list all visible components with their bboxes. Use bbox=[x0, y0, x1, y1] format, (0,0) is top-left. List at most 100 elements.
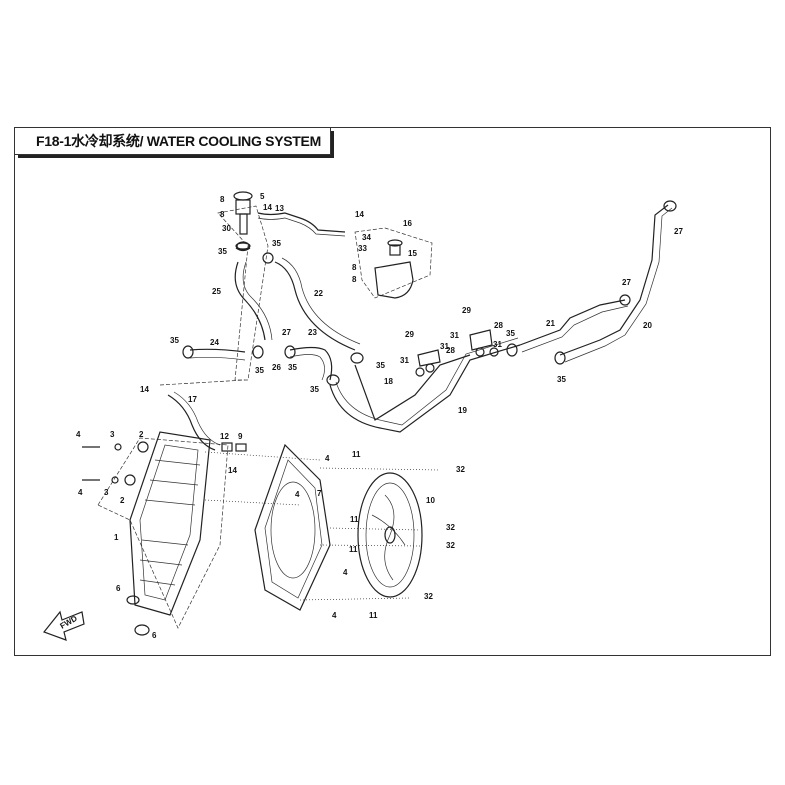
callout-27: 27 bbox=[282, 328, 291, 337]
callout-34: 34 bbox=[362, 233, 371, 242]
radiator-fasteners bbox=[82, 441, 150, 636]
hose-clamps bbox=[182, 200, 677, 386]
callout-14: 14 bbox=[140, 385, 149, 394]
callout-32: 32 bbox=[424, 592, 433, 601]
callout-15: 15 bbox=[408, 249, 417, 258]
callout-5: 5 bbox=[260, 192, 265, 201]
diagram-frame bbox=[14, 127, 771, 656]
hose-22 bbox=[274, 261, 356, 351]
callout-8: 8 bbox=[220, 195, 225, 204]
fwd-arrow: FWD bbox=[43, 610, 85, 641]
callout-17: 17 bbox=[188, 395, 197, 404]
callout-11: 11 bbox=[350, 515, 359, 524]
callout-1: 1 bbox=[114, 533, 119, 542]
title-shadow-right bbox=[331, 131, 334, 158]
reservoir-boundary bbox=[354, 227, 433, 299]
callout-32: 32 bbox=[446, 541, 455, 550]
callout-7: 7 bbox=[317, 489, 322, 498]
callout-2: 2 bbox=[120, 496, 125, 505]
callout-19: 19 bbox=[458, 406, 467, 415]
callout-14: 14 bbox=[355, 210, 364, 219]
pipe-18 bbox=[354, 354, 471, 421]
hose-23 bbox=[289, 346, 333, 381]
callout-11: 11 bbox=[369, 611, 378, 620]
callout-29: 29 bbox=[405, 330, 414, 339]
callout-11: 11 bbox=[352, 450, 361, 459]
title-shadow bbox=[18, 155, 334, 158]
callout-6: 6 bbox=[116, 584, 121, 593]
callout-35: 35 bbox=[376, 361, 385, 370]
callout-22: 22 bbox=[314, 289, 323, 298]
hose-25 bbox=[234, 261, 266, 341]
callout-30: 30 bbox=[222, 224, 231, 233]
alignment-lines bbox=[204, 451, 441, 601]
page-title: F18-1水冷却系统/ WATER COOLING SYSTEM bbox=[14, 127, 331, 155]
callout-3: 3 bbox=[110, 430, 115, 439]
callout-31: 31 bbox=[400, 356, 409, 365]
callout-3: 3 bbox=[104, 488, 109, 497]
callout-35: 35 bbox=[557, 375, 566, 384]
callout-12: 12 bbox=[220, 432, 229, 441]
pipe-21 bbox=[519, 299, 626, 346]
callout-8: 8 bbox=[352, 263, 357, 272]
callout-4: 4 bbox=[343, 568, 348, 577]
callout-23: 23 bbox=[308, 328, 317, 337]
callout-25: 25 bbox=[212, 287, 221, 296]
callout-18: 18 bbox=[384, 377, 393, 386]
callout-28: 28 bbox=[494, 321, 503, 330]
drain-fitting bbox=[221, 442, 247, 452]
callout-27: 27 bbox=[622, 278, 631, 287]
callout-35: 35 bbox=[170, 336, 179, 345]
callout-29: 29 bbox=[462, 306, 471, 315]
pipe-brackets bbox=[415, 329, 499, 377]
coolant-reservoir bbox=[374, 239, 414, 299]
callout-21: 21 bbox=[546, 319, 555, 328]
callout-26: 26 bbox=[272, 363, 281, 372]
pipe-20 bbox=[559, 204, 669, 356]
callout-16: 16 bbox=[403, 219, 412, 228]
hose-13 bbox=[257, 212, 346, 233]
callout-32: 32 bbox=[446, 523, 455, 532]
callout-4: 4 bbox=[332, 611, 337, 620]
radiator bbox=[129, 431, 211, 616]
hose-17 bbox=[167, 394, 216, 451]
callout-35: 35 bbox=[288, 363, 297, 372]
callout-35: 35 bbox=[310, 385, 319, 394]
callout-20: 20 bbox=[643, 321, 652, 330]
callout-8: 8 bbox=[352, 275, 357, 284]
callout-35: 35 bbox=[255, 366, 264, 375]
pipe-19 bbox=[329, 344, 521, 433]
callout-4: 4 bbox=[295, 490, 300, 499]
hose-24 bbox=[189, 348, 246, 353]
callout-8: 8 bbox=[220, 210, 225, 219]
callout-35: 35 bbox=[506, 329, 515, 338]
callout-31: 31 bbox=[440, 342, 449, 351]
cooling-fan bbox=[357, 472, 423, 598]
radiator-boundary bbox=[97, 437, 229, 629]
callout-14: 14 bbox=[228, 466, 237, 475]
callout-28: 28 bbox=[446, 346, 455, 355]
callout-10: 10 bbox=[426, 496, 435, 505]
callout-31: 31 bbox=[450, 331, 459, 340]
callout-32: 32 bbox=[456, 465, 465, 474]
callout-4: 4 bbox=[325, 454, 330, 463]
callout-27: 27 bbox=[674, 227, 683, 236]
callout-4: 4 bbox=[76, 430, 81, 439]
callout-2: 2 bbox=[139, 430, 144, 439]
callout-13: 13 bbox=[275, 204, 284, 213]
callout-9: 9 bbox=[238, 432, 243, 441]
callout-35: 35 bbox=[218, 247, 227, 256]
group-boundary-upper bbox=[217, 205, 269, 381]
callout-11: 11 bbox=[349, 545, 358, 554]
callout-31: 31 bbox=[493, 340, 502, 349]
fan-shroud bbox=[254, 443, 331, 611]
dash-link bbox=[159, 379, 246, 386]
callout-14: 14 bbox=[263, 203, 272, 212]
callout-35: 35 bbox=[272, 239, 281, 248]
callout-33: 33 bbox=[358, 244, 367, 253]
callout-4: 4 bbox=[78, 488, 83, 497]
callout-labels: 5 8 8 30 14 13 14 16 34 33 15 8 8 27 35 … bbox=[76, 192, 683, 640]
callout-24: 24 bbox=[210, 338, 219, 347]
callout-6: 6 bbox=[152, 631, 157, 640]
